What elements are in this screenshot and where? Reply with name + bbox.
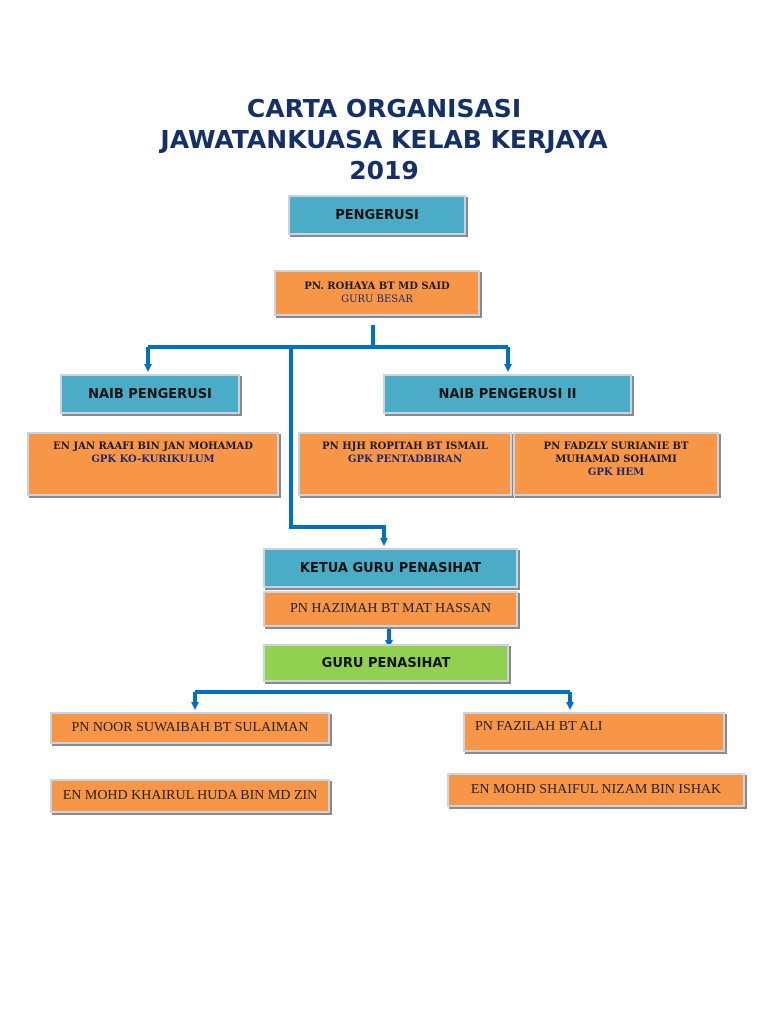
naib-pengerusi-name: EN JAN RAAFI BIN JAN MOHAMAD <box>53 441 253 452</box>
ketua-guru-penasihat-name: PN HAZIMAH BT MAT HASSAN <box>290 601 491 616</box>
guru-penasihat-member-card-2: PN FAZILAH BT ALI <box>463 712 725 752</box>
chart-title-line-2: JAWATANKUASA KELAB KERJAYA <box>160 125 608 154</box>
naib-pengerusi-label: NAIB PENGERUSI <box>88 386 212 402</box>
guru-penasihat-header: GURU PENASIHAT <box>263 644 509 682</box>
guru-penasihat-member-card-4: EN MOHD SHAIFUL NIZAM BIN ISHAK <box>447 773 745 807</box>
naib-pengerusi-ii-member-card-2: PN FADZLY SURIANIE BT MUHAMAD SOHAIMI GP… <box>513 432 719 496</box>
pengerusi-role: GURU BESAR <box>341 294 413 305</box>
naib-pengerusi-ii-member-2-role: GPK HEM <box>587 467 645 478</box>
naib-pengerusi-member-card: EN JAN RAAFI BIN JAN MOHAMAD GPK KO-KURI… <box>27 432 279 496</box>
pengerusi-name: PN. ROHAYA BT MD SAID <box>304 281 450 292</box>
pengerusi-member-card: PN. ROHAYA BT MD SAID GURU BESAR <box>274 270 480 316</box>
naib-pengerusi-ii-label: NAIB PENGERUSI II <box>438 386 577 402</box>
guru-penasihat-member-card-3: EN MOHD KHAIRUL HUDA BIN MD ZIN <box>50 779 330 813</box>
naib-pengerusi-ii-member-2-name-line-2: MUHAMAD SOHAIMI <box>555 454 677 465</box>
naib-pengerusi-ii-member-1-name: PN HJH ROPITAH BT ISMAIL <box>322 441 488 452</box>
connector-to-ketua-guru <box>289 347 388 546</box>
naib-pengerusi-header: NAIB PENGERUSI <box>60 374 240 414</box>
ketua-guru-penasihat-header: KETUA GURU PENASIHAT <box>263 548 518 588</box>
guru-penasihat-member-2-name: PN FAZILAH BT ALI <box>475 719 603 734</box>
guru-penasihat-member-1-name: PN NOOR SUWAIBAH BT SULAIMAN <box>71 720 309 735</box>
pengerusi-label: PENGERUSI <box>335 207 419 223</box>
pengerusi-header: PENGERUSI <box>288 195 466 235</box>
guru-penasihat-member-4-name: EN MOHD SHAIFUL NIZAM BIN ISHAK <box>470 782 722 797</box>
naib-pengerusi-role: GPK KO-KURIKULUM <box>91 454 215 465</box>
guru-penasihat-label: GURU PENASIHAT <box>321 655 451 671</box>
ketua-guru-penasihat-member-card: PN HAZIMAH BT MAT HASSAN <box>263 591 518 627</box>
guru-penasihat-member-3-name: EN MOHD KHAIRUL HUDA BIN MD ZIN <box>62 788 318 803</box>
naib-pengerusi-ii-member-card-1: PN HJH ROPITAH BT ISMAIL GPK PENTADBIRAN <box>298 432 512 496</box>
naib-pengerusi-ii-member-2-name-line-1: PN FADZLY SURIANIE BT <box>543 441 689 452</box>
ketua-guru-penasihat-label: KETUA GURU PENASIHAT <box>299 560 482 576</box>
chart-title-line-1: CARTA ORGANISASI <box>246 94 522 123</box>
guru-penasihat-member-card-1: PN NOOR SUWAIBAH BT SULAIMAN <box>50 712 330 744</box>
chart-title-year: 2019 <box>349 156 419 185</box>
naib-pengerusi-ii-header: NAIB PENGERUSI II <box>383 374 632 414</box>
naib-pengerusi-ii-member-1-role: GPK PENTADBIRAN <box>347 454 463 465</box>
